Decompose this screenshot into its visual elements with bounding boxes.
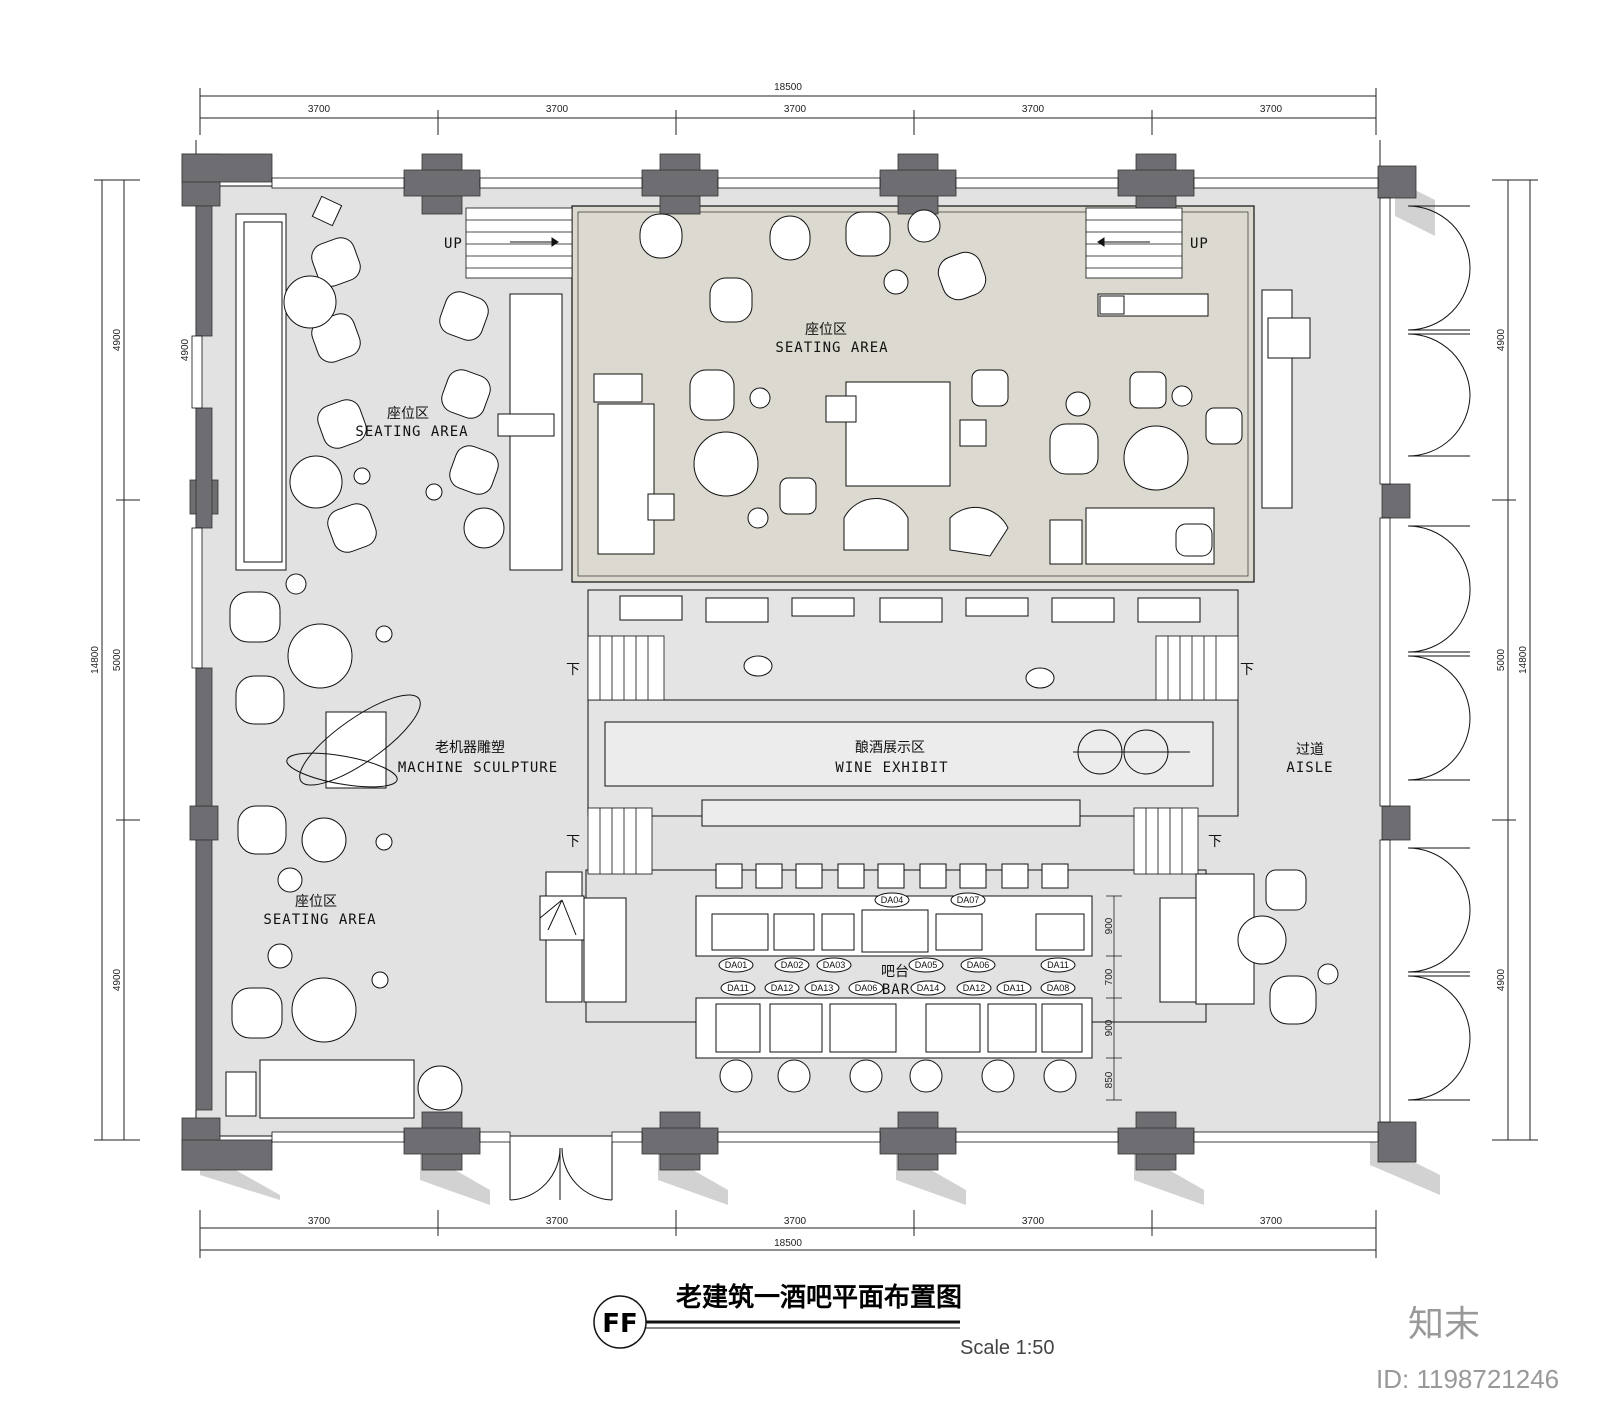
- stair-down-right-1: 下: [1240, 662, 1254, 678]
- label-aisle-en: AISLE: [1286, 760, 1333, 776]
- stair-down-right-2: 下: [1208, 834, 1222, 850]
- equipment-tag: DA04: [881, 895, 904, 905]
- label-seating-bottom-left-cn: 座位区: [295, 894, 337, 910]
- equipment-tag-bubble: [816, 957, 852, 973]
- equipment-tag: DA11: [1047, 960, 1069, 970]
- drawing-title: 老建筑一酒吧平面布置图: [676, 1282, 962, 1313]
- watermark-logo: 知末: [1408, 1304, 1480, 1345]
- label-seating-top-left-en: SEATING AREA: [355, 424, 468, 440]
- equipment-tag-bubble: [720, 980, 756, 996]
- label-bar-cn: 吧台: [881, 964, 909, 980]
- stair-down-left-2: 下: [566, 834, 580, 850]
- stair-down-left-1: 下: [566, 662, 580, 678]
- bar-dim-900-top: 900: [1104, 917, 1115, 934]
- stair-up-right: UP: [1190, 236, 1209, 252]
- bar-dim-700: 700: [1104, 968, 1115, 985]
- equipment-tag: DA07: [957, 895, 980, 905]
- dim-bay-bottom-2: 3700: [546, 1216, 569, 1227]
- bar-dim-900-bottom: 900: [1104, 1019, 1115, 1036]
- equipment-tag: DA06: [855, 983, 878, 993]
- equipment-tags-top-lower: DA01 DA02 DA03 DA05 DA06 DA11: [718, 957, 1076, 973]
- equipment-tag-bubble: [874, 892, 910, 908]
- dim-left-total: 14800: [90, 646, 101, 674]
- equipment-tag-bubble: [774, 957, 810, 973]
- bar-dim-850: 850: [1104, 1071, 1115, 1088]
- equipment-tag-bubble: [956, 980, 992, 996]
- dim-overall-bottom: 18500: [774, 1238, 802, 1249]
- dim-bay-bottom-5: 3700: [1260, 1216, 1283, 1227]
- equipment-tag-bubble: [1040, 957, 1076, 973]
- dim-bay-top-4: 3700: [1022, 104, 1045, 115]
- equipment-tag-bubble: [950, 892, 986, 908]
- equipment-tag: DA06: [967, 960, 990, 970]
- stairs: [465, 207, 1239, 875]
- watermark-id: ID: 1198721246: [1376, 1364, 1559, 1394]
- equipment-tag-bubble: [910, 980, 946, 996]
- equipment-tags-top-upper: DA04 DA07: [874, 892, 986, 908]
- entrance-door: [509, 1142, 613, 1201]
- equipment-tag-bubble: [996, 980, 1032, 996]
- equipment-tag: DA02: [781, 960, 804, 970]
- equipment-tag-bubble: [804, 980, 840, 996]
- equipment-tag-bubble: [1040, 980, 1076, 996]
- dim-bay-top-2: 3700: [546, 104, 569, 115]
- label-seating-bottom-left-en: SEATING AREA: [263, 912, 376, 928]
- dim-bay-top-3: 3700: [784, 104, 807, 115]
- dim-bay-bottom-4: 3700: [1022, 1216, 1045, 1227]
- equipment-tag: DA11: [1003, 983, 1025, 993]
- dim-right-total: 14800: [1518, 646, 1529, 674]
- label-sculpture-en: MACHINE SCULPTURE: [398, 760, 558, 776]
- dim-bay-bottom-1: 3700: [308, 1216, 331, 1227]
- equipment-tag: DA08: [1047, 983, 1070, 993]
- dim-right-b: 5000: [1496, 648, 1507, 671]
- drawing-badge-text: FF: [602, 1309, 638, 1339]
- label-aisle-cn: 过道: [1296, 742, 1324, 758]
- label-seating-center-cn: 座位区: [805, 322, 847, 338]
- furniture: [225, 195, 1339, 1119]
- equipment-tag: DA03: [823, 960, 846, 970]
- equipment-tag: DA13: [811, 983, 834, 993]
- right-facade-doors: [1407, 205, 1471, 1101]
- dim-bay-top-5: 3700: [1260, 104, 1283, 115]
- dim-right-c: 4900: [1496, 968, 1507, 991]
- dimension-lines: [94, 88, 1538, 1258]
- building-walls: [181, 153, 1417, 1171]
- label-seating-center-en: SEATING AREA: [775, 340, 888, 356]
- label-bar-en: BAR: [882, 982, 910, 998]
- dim-left-c: 4900: [112, 968, 123, 991]
- wine-display-counter: [604, 721, 1214, 787]
- drawing-scale: Scale 1:50: [960, 1337, 1055, 1359]
- equipment-tag-bubble: [848, 980, 884, 996]
- label-wine-en: WINE EXHIBIT: [835, 760, 948, 776]
- dim-left-a: 4900: [112, 328, 123, 351]
- equipment-tag: DA05: [915, 960, 938, 970]
- equipment-tag: DA12: [771, 983, 794, 993]
- equipment-tag: DA12: [963, 983, 986, 993]
- dim-left-b: 5000: [112, 648, 123, 671]
- dim-overall-top: 18500: [774, 82, 802, 93]
- label-seating-top-left-cn: 座位区: [387, 406, 429, 422]
- label-wine-cn: 酿酒展示区: [855, 740, 925, 756]
- dim-left-inner: 4900: [180, 338, 191, 361]
- equipment-tags-bottom-upper: DA11 DA12 DA13 DA06 DA14 DA12 DA11 DA08: [720, 980, 1076, 996]
- dim-bay-top-1: 3700: [308, 104, 331, 115]
- equipment-tag-bubble: [960, 957, 996, 973]
- label-sculpture-cn: 老机器雕塑: [435, 740, 505, 756]
- equipment-tag: DA01: [725, 960, 748, 970]
- equipment-tag-bubble: [764, 980, 800, 996]
- dim-right-a: 4900: [1496, 328, 1507, 351]
- dim-bay-bottom-3: 3700: [784, 1216, 807, 1227]
- equipment-tag: DA11: [727, 983, 749, 993]
- equipment-tag-bubble: [908, 957, 944, 973]
- stair-up-left: UP: [444, 236, 463, 252]
- equipment-tag: DA14: [917, 983, 940, 993]
- windows: [191, 177, 1391, 1143]
- equipment-tag-bubble: [718, 957, 754, 973]
